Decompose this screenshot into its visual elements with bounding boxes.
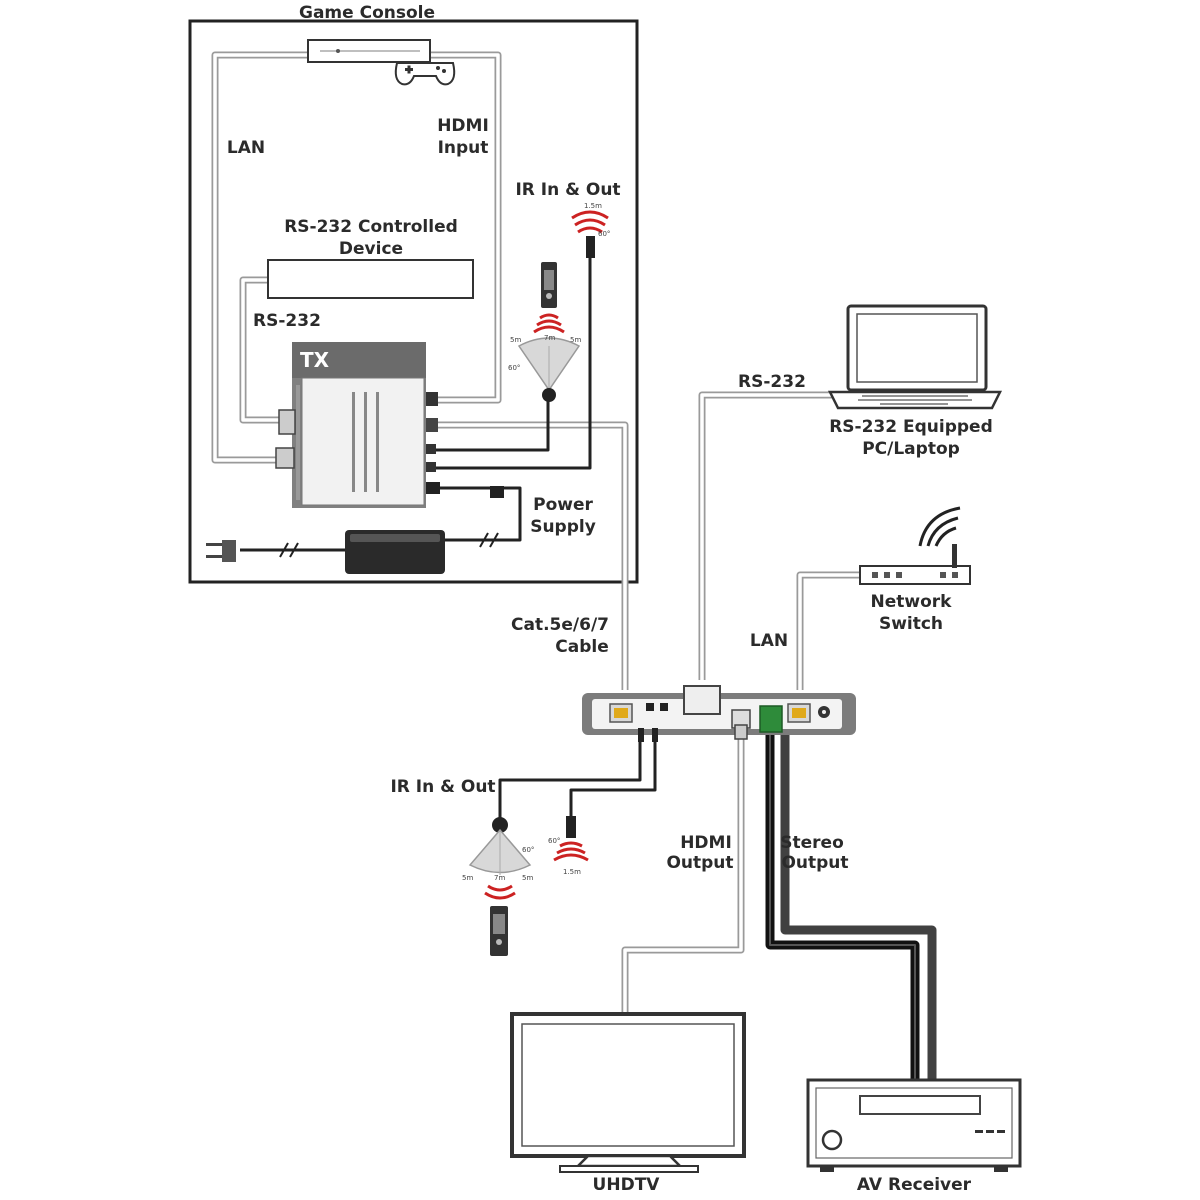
ir-bottom-angle: 60°	[522, 846, 534, 854]
ir-bottom-emitter-angle: 60°	[548, 837, 560, 845]
laptop-icon	[827, 304, 1003, 410]
hdmi-input-label-line2: Input	[438, 138, 489, 158]
ir-emitter-icon: 1.5m 60°	[571, 202, 610, 258]
game-console-label: Game Console	[299, 3, 435, 23]
rs232-right-label: RS-232	[738, 372, 806, 392]
network-switch-label-line2: Switch	[879, 614, 943, 634]
stereo-output-label-line1: Stereo	[780, 833, 844, 853]
ir-bottom-dist-mid: 7m	[494, 874, 505, 882]
tx-extender-icon	[275, 342, 504, 508]
transmitter-side-frame	[188, 19, 639, 584]
pc-label-line2: PC/Laptop	[862, 439, 960, 459]
power-adapter-icon	[206, 530, 445, 574]
ir-emitter-bottom-icon: 60° 1.5m	[548, 816, 589, 876]
ir-receiver-bottom-icon: 5m 7m 5m 60°	[462, 817, 534, 900]
pc-label-line1: RS-232 Equipped	[829, 417, 993, 437]
game-console-icon	[307, 39, 456, 86]
wifi-icon	[918, 506, 961, 547]
stereo-output-label-line2: Output	[781, 853, 848, 873]
remote-control-icon	[541, 262, 557, 308]
rs232-device-label-line2: Device	[339, 239, 403, 259]
remote-control-bottom-icon	[490, 906, 508, 956]
rx-receiver-icon	[582, 685, 856, 742]
ir-top-label: IR In & Out	[515, 180, 620, 200]
uhdtv-label: UHDTV	[593, 1175, 661, 1195]
network-switch-icon	[859, 544, 971, 585]
ir-top-dist-right: 5m	[570, 336, 581, 344]
av-receiver-icon	[806, 1078, 1022, 1172]
stereo-cable	[765, 735, 937, 1080]
hdmi-input-label-line1: HDMI	[437, 116, 489, 136]
rs232-left-label: RS-232	[253, 311, 321, 331]
tv-icon	[510, 1012, 746, 1173]
cat-cable-label-line2: Cable	[555, 637, 608, 657]
power-supply-label-line2: Supply	[530, 517, 596, 537]
ir-top-dist-mid: 7m	[544, 334, 555, 342]
power-supply-label-line1: Power	[533, 495, 593, 515]
rs232-device-label-line1: RS-232 Controlled	[284, 217, 458, 237]
ir-bottom-label: IR In & Out	[390, 777, 495, 797]
av-receiver-label: AV Receiver	[857, 1175, 972, 1195]
ir-wires	[240, 255, 657, 818]
ir-bottom-dist-left: 5m	[462, 874, 473, 882]
lan-top-label: LAN	[227, 138, 265, 158]
cables	[211, 51, 862, 1012]
hdmi-output-label-line2: Output	[666, 853, 733, 873]
hdmi-output-label-line1: HDMI	[680, 833, 732, 853]
cat-cable-label-line1: Cat.5e/6/7	[511, 615, 609, 635]
ir-top-emitter-dist: 1.5m	[584, 202, 602, 210]
ir-receiver-icon: 5m 7m 5m 60°	[508, 313, 581, 402]
ir-top-emitter-angle: 60°	[598, 230, 610, 238]
ir-top-dist-left: 5m	[510, 336, 521, 344]
lan-right-label: LAN	[750, 631, 788, 651]
tx-label: TX	[300, 348, 330, 372]
rs232-controlled-device	[267, 259, 474, 299]
ir-bottom-dist-right: 5m	[522, 874, 533, 882]
ir-bottom-emitter-dist: 1.5m	[563, 868, 581, 876]
network-switch-label-line1: Network	[871, 592, 953, 612]
ir-top-angle: 60°	[508, 364, 520, 372]
